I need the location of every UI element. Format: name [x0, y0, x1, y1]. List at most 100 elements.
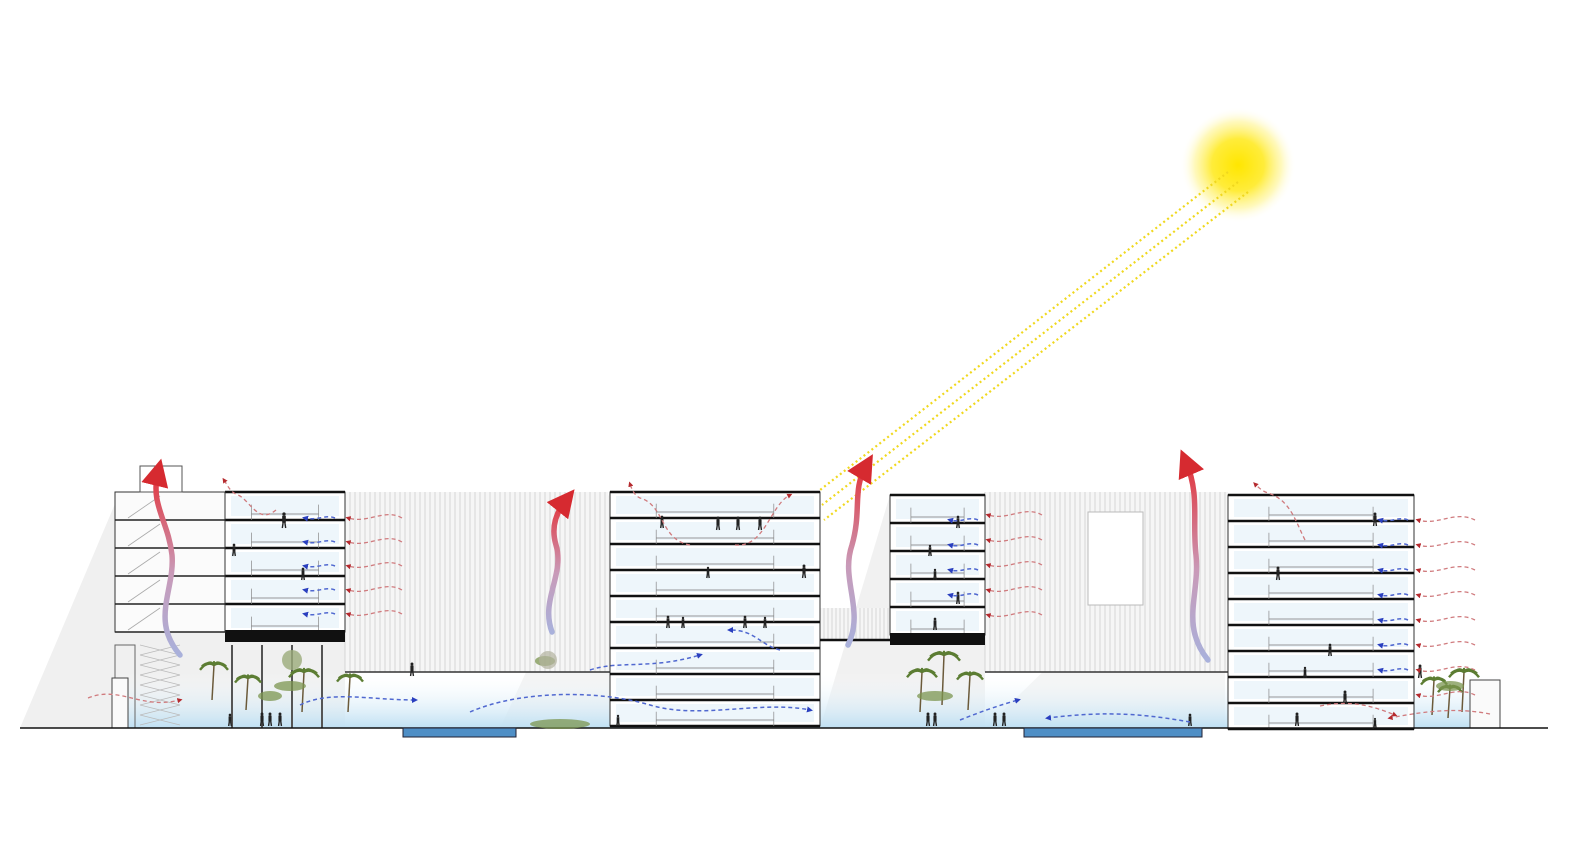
- leg: [925, 721, 928, 727]
- floor-interior: [616, 496, 814, 514]
- head: [260, 712, 264, 716]
- head: [1418, 664, 1422, 668]
- head: [268, 712, 272, 716]
- floor-interior: [1234, 707, 1408, 725]
- head: [743, 615, 747, 619]
- leg: [1294, 721, 1297, 727]
- hot-air-arrow-icon: [87, 693, 183, 704]
- lattice: [139, 694, 181, 706]
- torso: [410, 665, 414, 672]
- leg: [760, 525, 763, 531]
- frond: [349, 674, 364, 683]
- person-icon: [955, 591, 961, 605]
- head: [993, 712, 997, 716]
- hot-air-arrow-icon: [345, 561, 403, 570]
- leg: [1303, 673, 1306, 679]
- head: [1188, 713, 1192, 717]
- floor-interior: [1234, 629, 1408, 647]
- torso: [1343, 693, 1347, 700]
- trunk: [1447, 687, 1451, 719]
- leg: [955, 523, 959, 529]
- hot-air-arrow-icon: [734, 493, 793, 546]
- breeze-arrow-icon: [302, 539, 336, 546]
- leg: [1374, 724, 1377, 729]
- leg: [932, 721, 935, 727]
- torso: [928, 547, 932, 553]
- leg: [934, 575, 937, 581]
- trunk: [967, 674, 971, 711]
- frond: [303, 669, 320, 679]
- leg: [1375, 521, 1378, 527]
- person-icon: [665, 615, 671, 629]
- trunk: [301, 671, 305, 713]
- leg: [267, 721, 270, 727]
- hot-air-arrow-icon: [1415, 541, 1476, 549]
- leg: [928, 551, 931, 557]
- floor-interior: [1234, 655, 1408, 673]
- hot-air-arrow-icon: [985, 610, 1043, 619]
- head: [1373, 512, 1377, 516]
- torso: [278, 715, 282, 722]
- head: [1343, 690, 1347, 694]
- floor-interior: [616, 678, 814, 696]
- leg: [227, 721, 231, 727]
- people: [227, 512, 1423, 729]
- leg: [933, 575, 936, 581]
- leg: [1345, 699, 1348, 705]
- torso: [1373, 515, 1377, 522]
- torso: [706, 569, 710, 575]
- lattice: [139, 684, 181, 696]
- leg: [1329, 651, 1333, 657]
- person-icon: [259, 712, 265, 727]
- torso: [268, 715, 272, 722]
- floor-interior: [1234, 603, 1408, 621]
- pool-right: [1023, 727, 1203, 738]
- person-icon: [932, 712, 938, 727]
- person-icon: [925, 712, 931, 727]
- torso: [681, 619, 685, 625]
- leg: [1278, 575, 1281, 581]
- leg: [617, 721, 620, 727]
- head: [1295, 712, 1299, 716]
- torso: [933, 715, 937, 722]
- pool-left: [402, 727, 517, 738]
- leg: [742, 623, 746, 629]
- leg: [409, 671, 412, 677]
- person-icon: [1001, 712, 1007, 727]
- lattice: [139, 704, 181, 716]
- head: [410, 662, 414, 666]
- shrub: [258, 691, 282, 701]
- torso: [933, 620, 937, 626]
- leg: [277, 721, 280, 727]
- hot-air-arrow-icon: [1415, 616, 1476, 624]
- leg: [744, 623, 748, 629]
- leg: [1004, 721, 1007, 727]
- breeze-arrow-icon: [947, 542, 979, 549]
- breeze-arrow-icon: [589, 652, 703, 671]
- leg: [1297, 721, 1300, 727]
- leg: [300, 575, 304, 581]
- breeze-arrow-icon: [1045, 713, 1191, 723]
- person-icon: [932, 617, 938, 631]
- leg: [661, 523, 665, 529]
- person-icon: [992, 712, 998, 727]
- person-icon: [1373, 717, 1377, 729]
- screen-opening: [1087, 511, 1144, 606]
- breeze-arrow-icon: [947, 567, 979, 574]
- leg: [706, 573, 709, 579]
- hot-air-arrow-icon: [985, 585, 1043, 594]
- person-icon: [227, 713, 233, 727]
- leg: [935, 721, 938, 727]
- torso: [993, 715, 997, 722]
- frond: [213, 662, 229, 671]
- torso: [260, 715, 264, 722]
- torso: [758, 519, 762, 526]
- leg: [804, 573, 807, 579]
- leg: [1304, 673, 1307, 679]
- breeze-arrow-icon: [1377, 617, 1409, 624]
- torso: [1328, 646, 1332, 652]
- person-icon: [706, 566, 710, 579]
- person-icon: [281, 512, 287, 529]
- screen-panel: [345, 492, 608, 672]
